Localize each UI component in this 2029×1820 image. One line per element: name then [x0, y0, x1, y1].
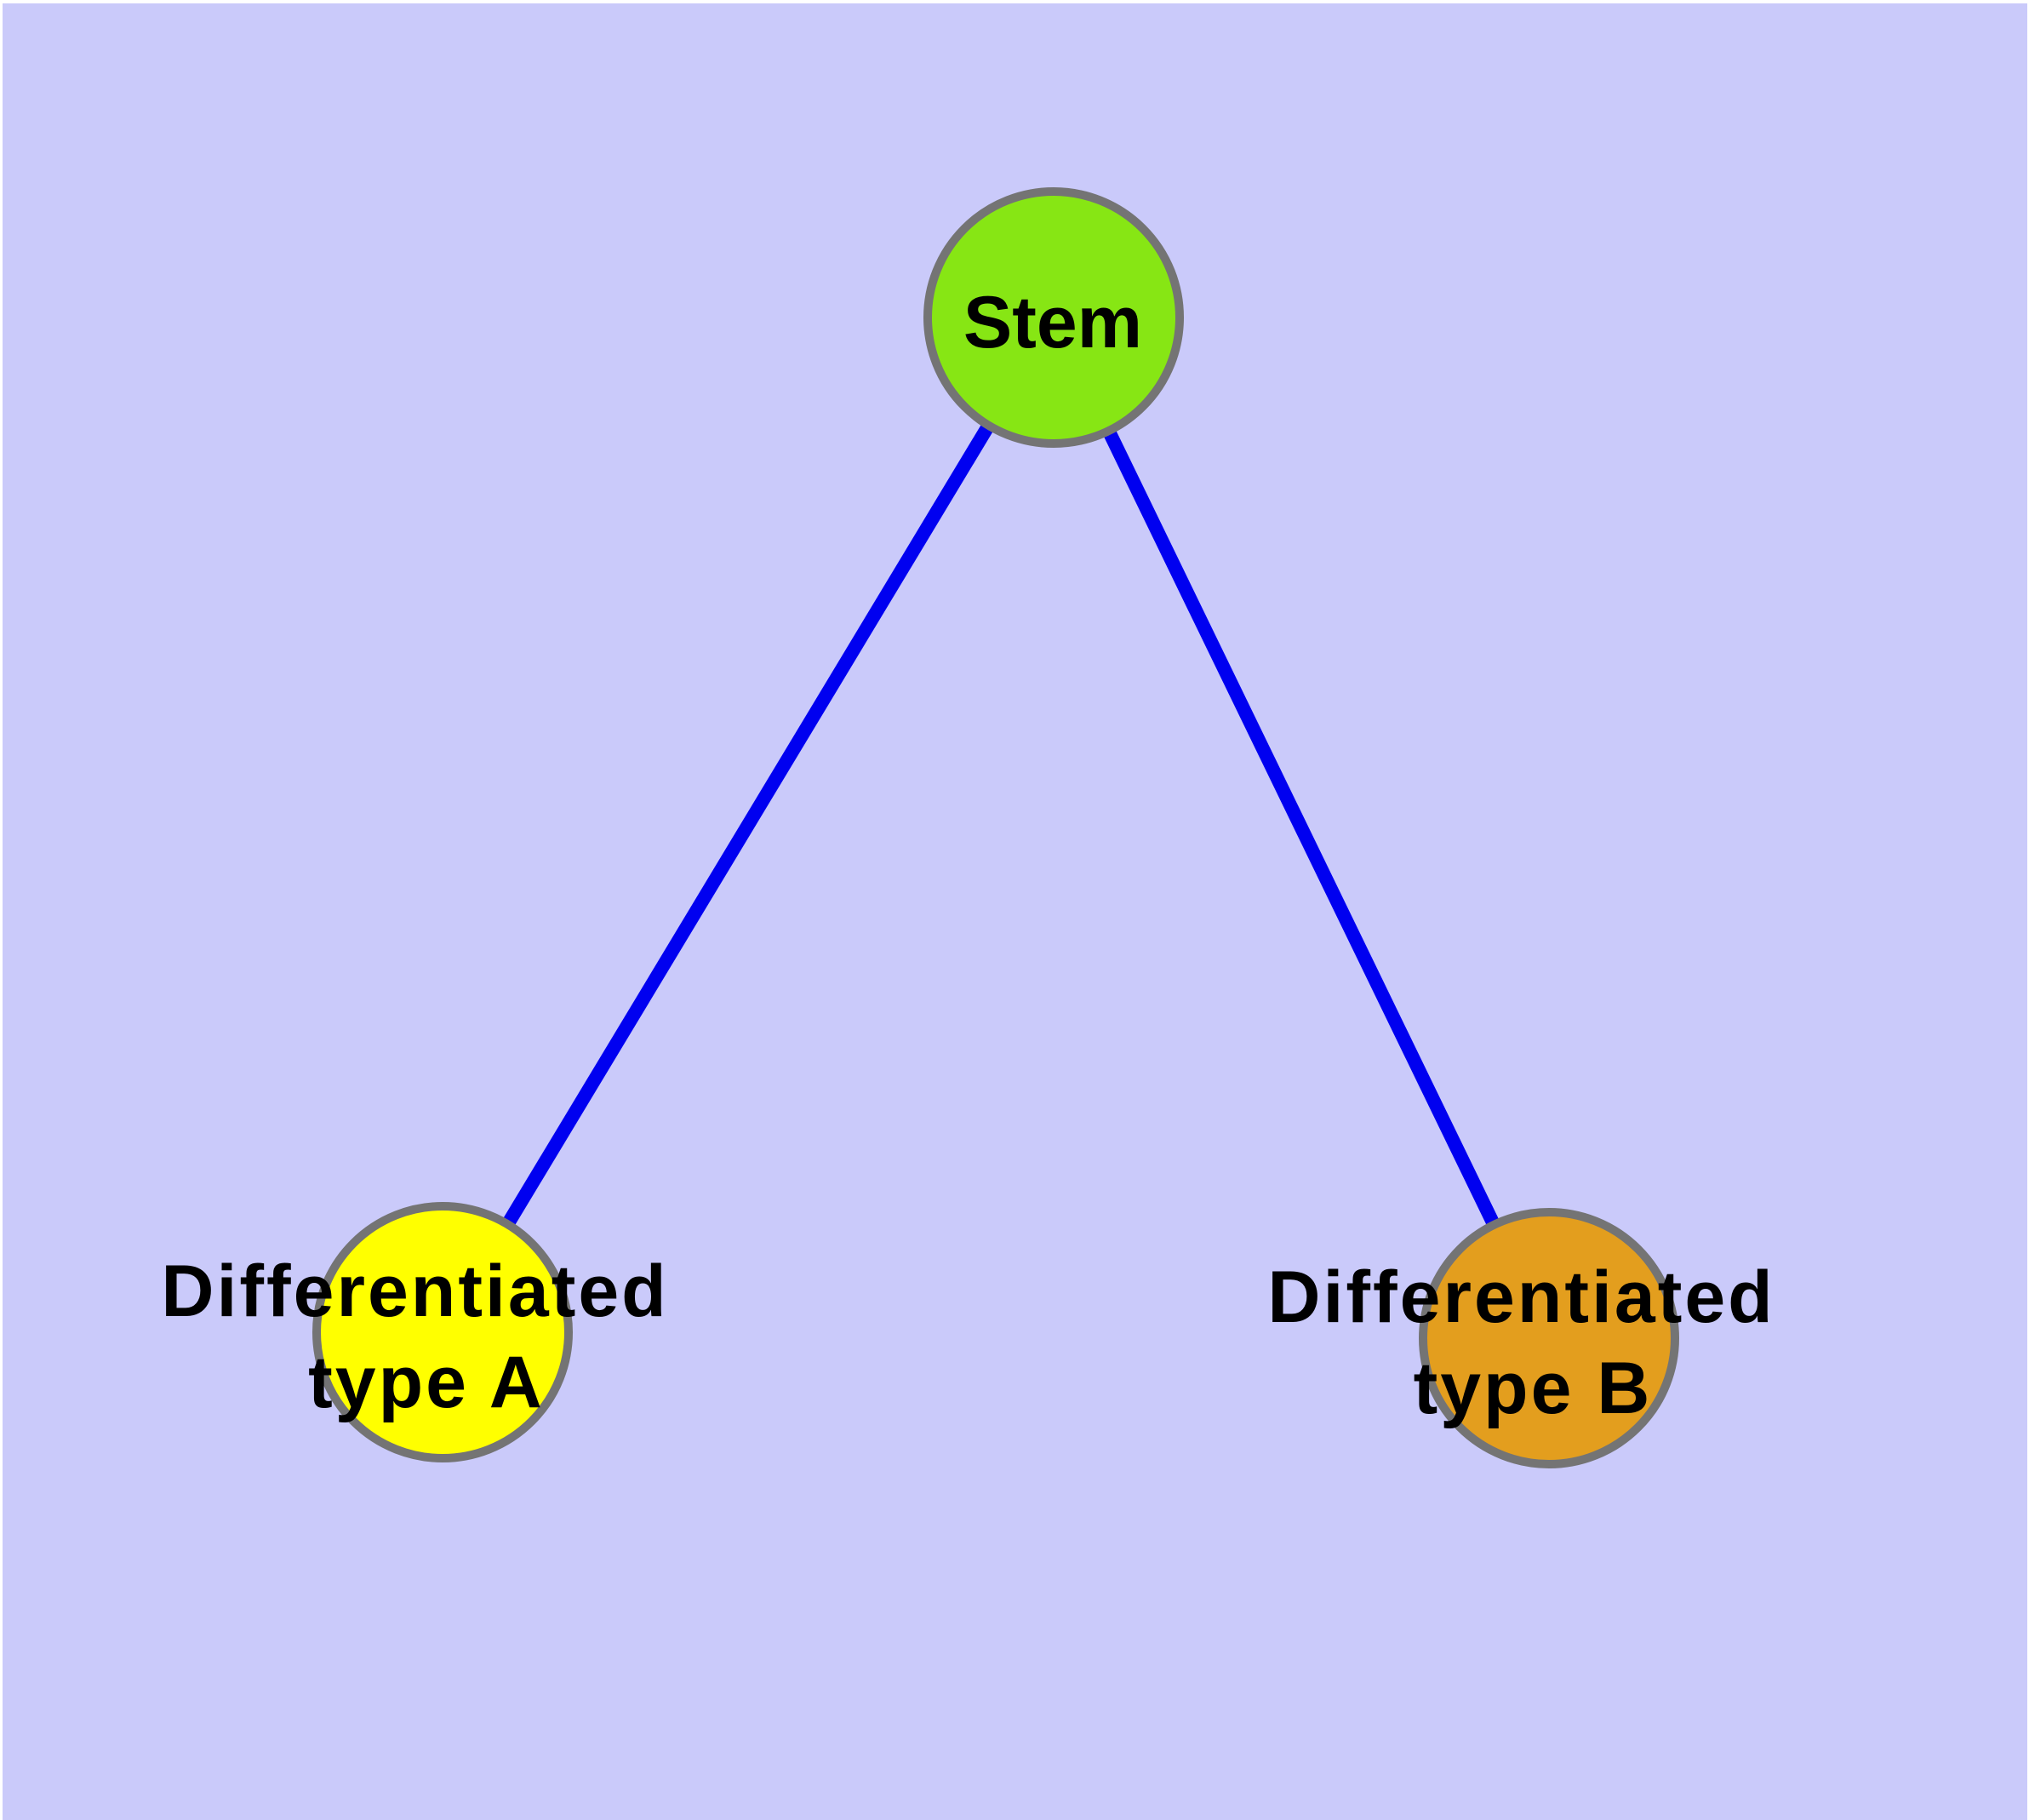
node-type-a-label-line-1: Differentiated: [161, 1251, 668, 1332]
node-stem-circle: [923, 187, 1184, 448]
node-stem-label: Stem: [963, 282, 1142, 363]
node-type-a-circle: [312, 1202, 573, 1462]
edge-stem-to-type-a: [437, 313, 1060, 1336]
node-type-b-label: Differentiated type B: [1267, 1256, 1798, 1429]
node-type-b-label-line-2: type B: [1414, 1348, 1653, 1429]
node-type-b-circle: [1419, 1208, 1679, 1468]
node-type-b-label-line-1: Differentiated: [1267, 1256, 1775, 1338]
edge-stem-to-type-b: [1047, 314, 1556, 1342]
node-group: [312, 187, 1679, 1468]
node-type-a-label-line-2: type A: [308, 1342, 545, 1423]
edge-group: [437, 313, 1556, 1342]
node-type-a-label: Differentiated type A: [161, 1251, 691, 1423]
